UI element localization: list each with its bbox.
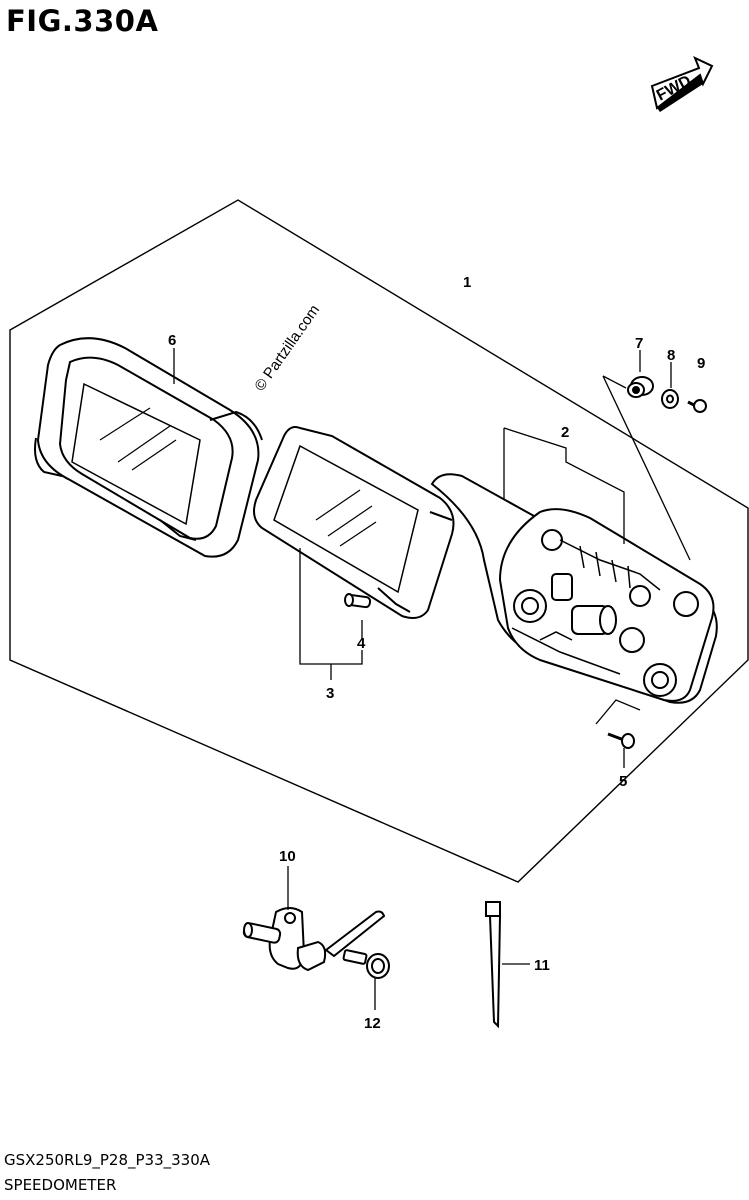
callout-8: 8: [667, 347, 675, 364]
watermark: © Partzilla.com: [251, 302, 323, 395]
washer-part-8: [661, 389, 679, 409]
callout-11: 11: [534, 957, 550, 974]
callout-5: 5: [619, 773, 627, 790]
callout-6: 6: [168, 332, 176, 349]
callout-3: 3: [326, 685, 334, 702]
assembly-boundary-outline: [9, 199, 749, 883]
screw-part-9: [687, 399, 707, 413]
pin-part-4: [344, 593, 372, 609]
callout-4: 4: [357, 635, 366, 652]
callout-7: 7: [635, 335, 643, 352]
callout-2: 2: [561, 424, 569, 441]
meter-body-part-2: [430, 473, 718, 704]
meter-lens-part-3: [253, 426, 455, 619]
figure-title: FIG.330A: [6, 4, 159, 38]
leader-lines: [173, 348, 691, 1010]
meter-cover-part-6: [34, 337, 263, 558]
callout-12: 12: [364, 1015, 381, 1032]
diagram-code: GSX250RL9_P28_P33_330A: [4, 1151, 211, 1169]
cable-tie-part-11: [485, 901, 502, 1029]
callout-10: 10: [279, 848, 296, 865]
grommet-part-7: [627, 376, 654, 398]
callout-1: 1: [463, 274, 471, 291]
screw-part-5: [607, 732, 635, 749]
speed-sensor-part-10: [242, 907, 386, 972]
diagram-name: SPEEDOMETER: [4, 1176, 117, 1194]
bolt-part-12: [342, 949, 390, 979]
fwd-direction-arrow: FWD: [650, 56, 714, 112]
callout-9: 9: [697, 355, 705, 372]
